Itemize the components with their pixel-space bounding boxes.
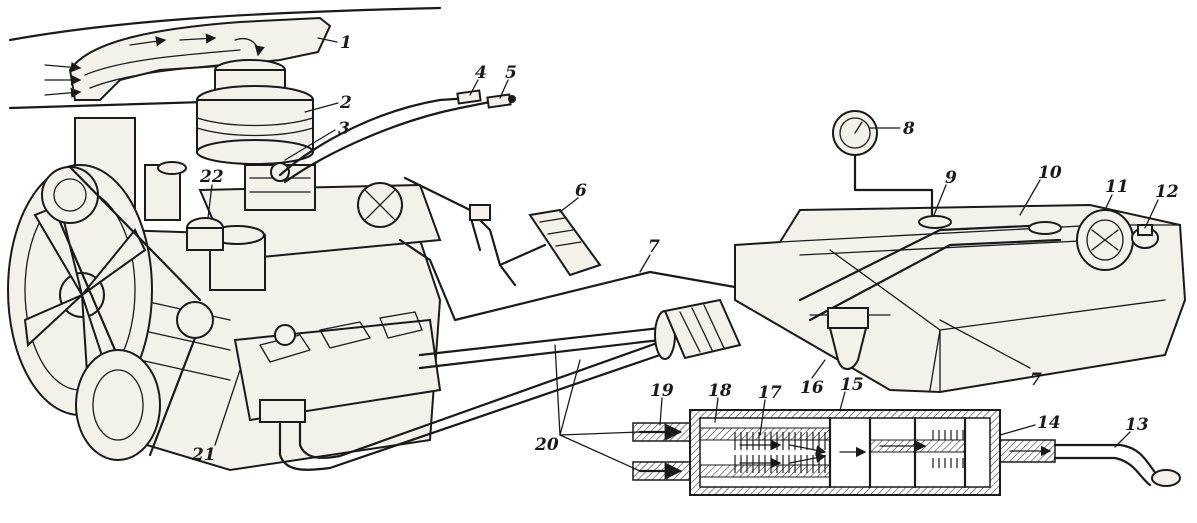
sediment-filter xyxy=(809,307,891,370)
radiator-fan xyxy=(7,164,214,461)
label-11: 11 xyxy=(1105,177,1129,197)
label-16: 16 xyxy=(800,378,824,398)
label-22: 22 xyxy=(199,167,224,187)
label-2: 2 xyxy=(339,93,352,113)
label-8: 8 xyxy=(902,119,915,139)
intake-arrows xyxy=(44,33,265,98)
air-intake-hood xyxy=(8,6,442,110)
label-17: 17 xyxy=(758,383,782,403)
label-4: 4 xyxy=(475,63,487,83)
filler-neck xyxy=(1076,209,1134,271)
label-19: 19 xyxy=(650,381,674,401)
label-10: 10 xyxy=(1038,163,1062,183)
filler-cap xyxy=(1131,224,1159,249)
label-1: 1 xyxy=(340,33,352,53)
exhaust-pipes xyxy=(259,326,662,471)
callout-numbers: 1 2 3 4 5 6 7 8 9 10 11 12 13 14 15 16 1… xyxy=(191,33,1179,465)
label-7: 7 xyxy=(648,237,660,257)
fuel-gauge xyxy=(832,110,934,217)
carburetor xyxy=(244,162,316,211)
label-9: 9 xyxy=(945,168,957,188)
fuel-pump xyxy=(186,182,403,251)
label-14: 14 xyxy=(1037,413,1061,433)
engine-block xyxy=(74,117,442,472)
leader-lines xyxy=(207,37,1159,472)
label-13: 13 xyxy=(1125,415,1149,435)
label-7-tank: 7 xyxy=(1030,370,1042,390)
label-20: 20 xyxy=(534,435,559,455)
label-5: 5 xyxy=(505,63,517,83)
air-filter xyxy=(196,59,314,165)
label-6: 6 xyxy=(575,181,587,201)
label-12: 12 xyxy=(1155,182,1179,202)
muffler-cutaway xyxy=(632,409,1181,496)
flow-arrows xyxy=(638,423,1052,480)
label-15: 15 xyxy=(840,375,864,395)
throttle-cables xyxy=(278,89,516,184)
accelerator-pedal xyxy=(403,176,602,287)
label-18: 18 xyxy=(708,381,732,401)
label-21: 21 xyxy=(191,445,216,465)
muffler xyxy=(654,298,742,360)
label-3: 3 xyxy=(338,119,350,139)
